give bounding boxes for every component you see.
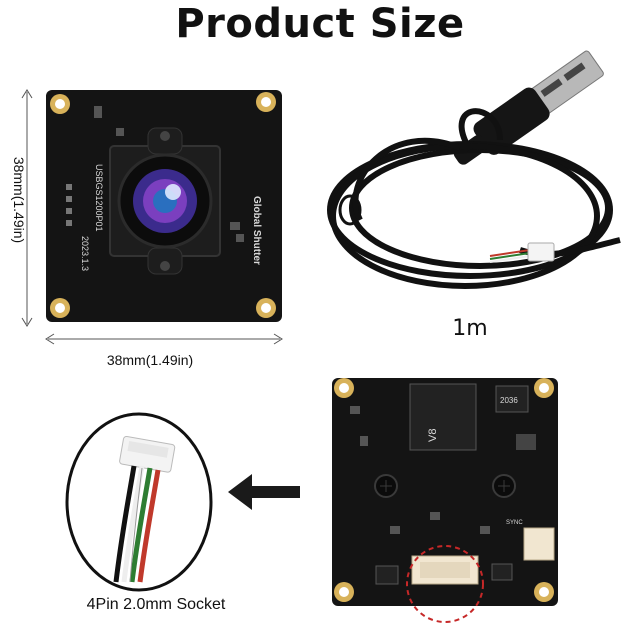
usb-cable-image [327, 50, 621, 289]
global-shutter-silkscreen: Global Shutter [251, 196, 262, 265]
connector-detail-image [65, 412, 213, 592]
main-chip-label: V8 [427, 429, 439, 442]
socket-label: 4Pin 2.0mm Socket [86, 596, 226, 613]
width-dimension-arrow [45, 333, 283, 345]
date-silkscreen: 2023.1.3 [80, 236, 90, 271]
left-arrow-icon [228, 474, 300, 510]
width-dimension-label: 38mm(1.49in) [106, 352, 194, 368]
model-silkscreen: USBGS1200P01 [94, 164, 104, 232]
camera-board-back: V8 2036 SYNC [332, 378, 558, 623]
page-title: Product Size [175, 1, 465, 47]
sync-label: SYNC [506, 520, 523, 526]
cable-length-label: 1m [452, 316, 488, 341]
small-ic-label: 2036 [500, 396, 518, 405]
height-dimension-label: 38mm(1.49in) [11, 156, 27, 244]
height-dimension-arrow [21, 89, 33, 327]
camera-board-front: USBGS1200P01 2023.1.3 Global Shutter [46, 90, 282, 322]
